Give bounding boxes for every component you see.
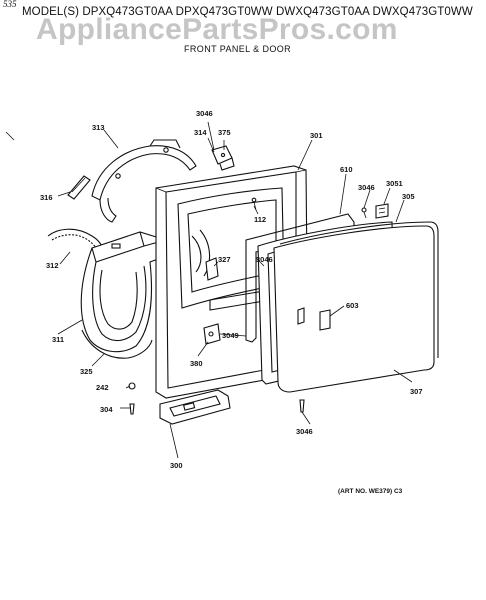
part-plug-242: [128, 382, 136, 390]
callout-3046-mid: 3046: [256, 255, 273, 264]
callout-325: 325: [80, 367, 93, 376]
callout-313: 313: [92, 123, 105, 132]
callout-3046-top: 3046: [196, 109, 213, 118]
part-screw-lower-door: [299, 399, 305, 413]
part-strike: [205, 257, 219, 281]
part-lens: [67, 175, 91, 200]
watermark-logo: AppliancePartsPros.com: [36, 13, 398, 46]
callout-301: 301: [310, 131, 323, 140]
callout-603: 603: [346, 301, 359, 310]
callout-380: 380: [190, 359, 203, 368]
callout-leader-lines: [57, 121, 413, 459]
part-door-gasket: [245, 213, 355, 343]
callout-304: 304: [100, 405, 113, 414]
part-drum-bearing-ring: [91, 139, 197, 223]
callout-311: 311: [52, 335, 64, 344]
stray-mark: [5, 131, 15, 141]
callout-242: 242: [96, 383, 109, 392]
callout-3051: 3051: [386, 179, 403, 188]
callout-375: 375: [218, 128, 231, 137]
corner-page-mark: 535: [3, 0, 17, 9]
part-toe-panel: [159, 389, 231, 425]
callout-305: 305: [402, 192, 415, 201]
section-subtitle: FRONT PANEL & DOOR: [184, 44, 292, 54]
part-door-hinge: [203, 323, 221, 345]
part-screw-upper-door: [361, 207, 367, 219]
callout-labels: 3046 313 314 375 301 610 3046 3051 305 3…: [40, 109, 423, 470]
art-number: (ART NO. WE379) C3: [338, 488, 403, 495]
model-list-heading: MODEL(S) DPXQ473GT0AA DPXQ473GT0WW DWXQ4…: [22, 6, 473, 18]
part-door-outer-panel: [273, 221, 439, 393]
callout-3049: 3049: [222, 331, 239, 340]
callout-300: 300: [170, 461, 183, 470]
part-door-switch: [211, 145, 235, 171]
part-hinge-3051: [375, 203, 389, 219]
callout-3046-bottom: 3046: [296, 427, 313, 436]
callout-112: 112: [254, 215, 266, 224]
callout-307: 307: [410, 387, 423, 396]
callout-314: 314: [194, 128, 207, 137]
callout-3046-door: 3046: [358, 183, 375, 192]
callout-327: 327: [218, 255, 231, 264]
part-drum-seal: [81, 329, 153, 359]
callout-316: 316: [40, 193, 53, 202]
part-front-bulkhead: [80, 231, 167, 353]
part-screw-304: [129, 403, 135, 415]
callout-312: 312: [46, 261, 59, 270]
callout-610: 610: [340, 165, 353, 174]
